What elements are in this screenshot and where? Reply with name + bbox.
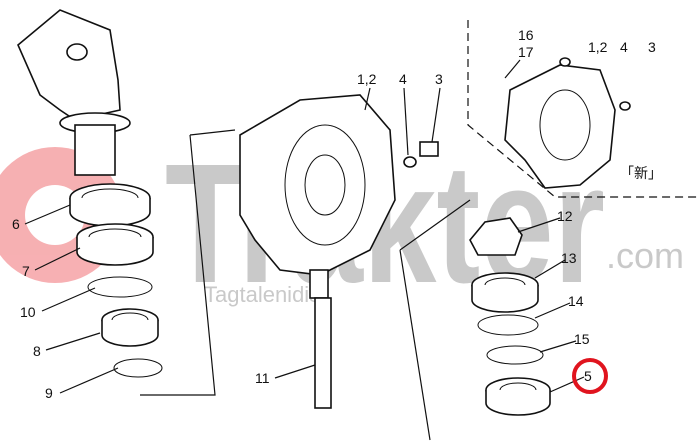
inset-view xyxy=(467,20,700,198)
label-4: 4 xyxy=(399,71,407,87)
label-10: 10 xyxy=(20,304,36,320)
label-1-2: 1,2 xyxy=(357,71,377,87)
highlight-circle xyxy=(572,358,608,394)
label-5: 5 xyxy=(584,368,592,384)
leader-lines xyxy=(24,59,585,441)
watermark-tagline: Tagtalenidis xyxy=(204,282,320,307)
label-9: 9 xyxy=(45,385,53,401)
label-14: 14 xyxy=(568,293,584,309)
label-15: 15 xyxy=(574,331,590,347)
right-parts xyxy=(469,217,551,416)
label-8: 8 xyxy=(33,343,41,359)
inset-label-4: 4 xyxy=(620,39,628,55)
label-7: 7 xyxy=(22,263,30,279)
left-parts xyxy=(17,9,163,378)
watermark-domain: .com xyxy=(606,235,684,276)
inset-label-new: 「新」 xyxy=(620,165,662,181)
inset-label-3: 3 xyxy=(648,39,656,55)
label-3: 3 xyxy=(435,71,443,87)
part-labels: 6 7 10 8 9 11 1,2 4 3 12 13 14 15 5 16 1… xyxy=(12,27,662,401)
main-housing xyxy=(239,94,439,409)
inset-label-17: 17 xyxy=(518,44,534,60)
label-6: 6 xyxy=(12,216,20,232)
label-11: 11 xyxy=(255,370,270,386)
label-12: 12 xyxy=(557,208,573,224)
inset-label-1-2: 1,2 xyxy=(588,39,608,55)
label-13: 13 xyxy=(561,250,577,266)
inset-label-16: 16 xyxy=(518,27,534,43)
